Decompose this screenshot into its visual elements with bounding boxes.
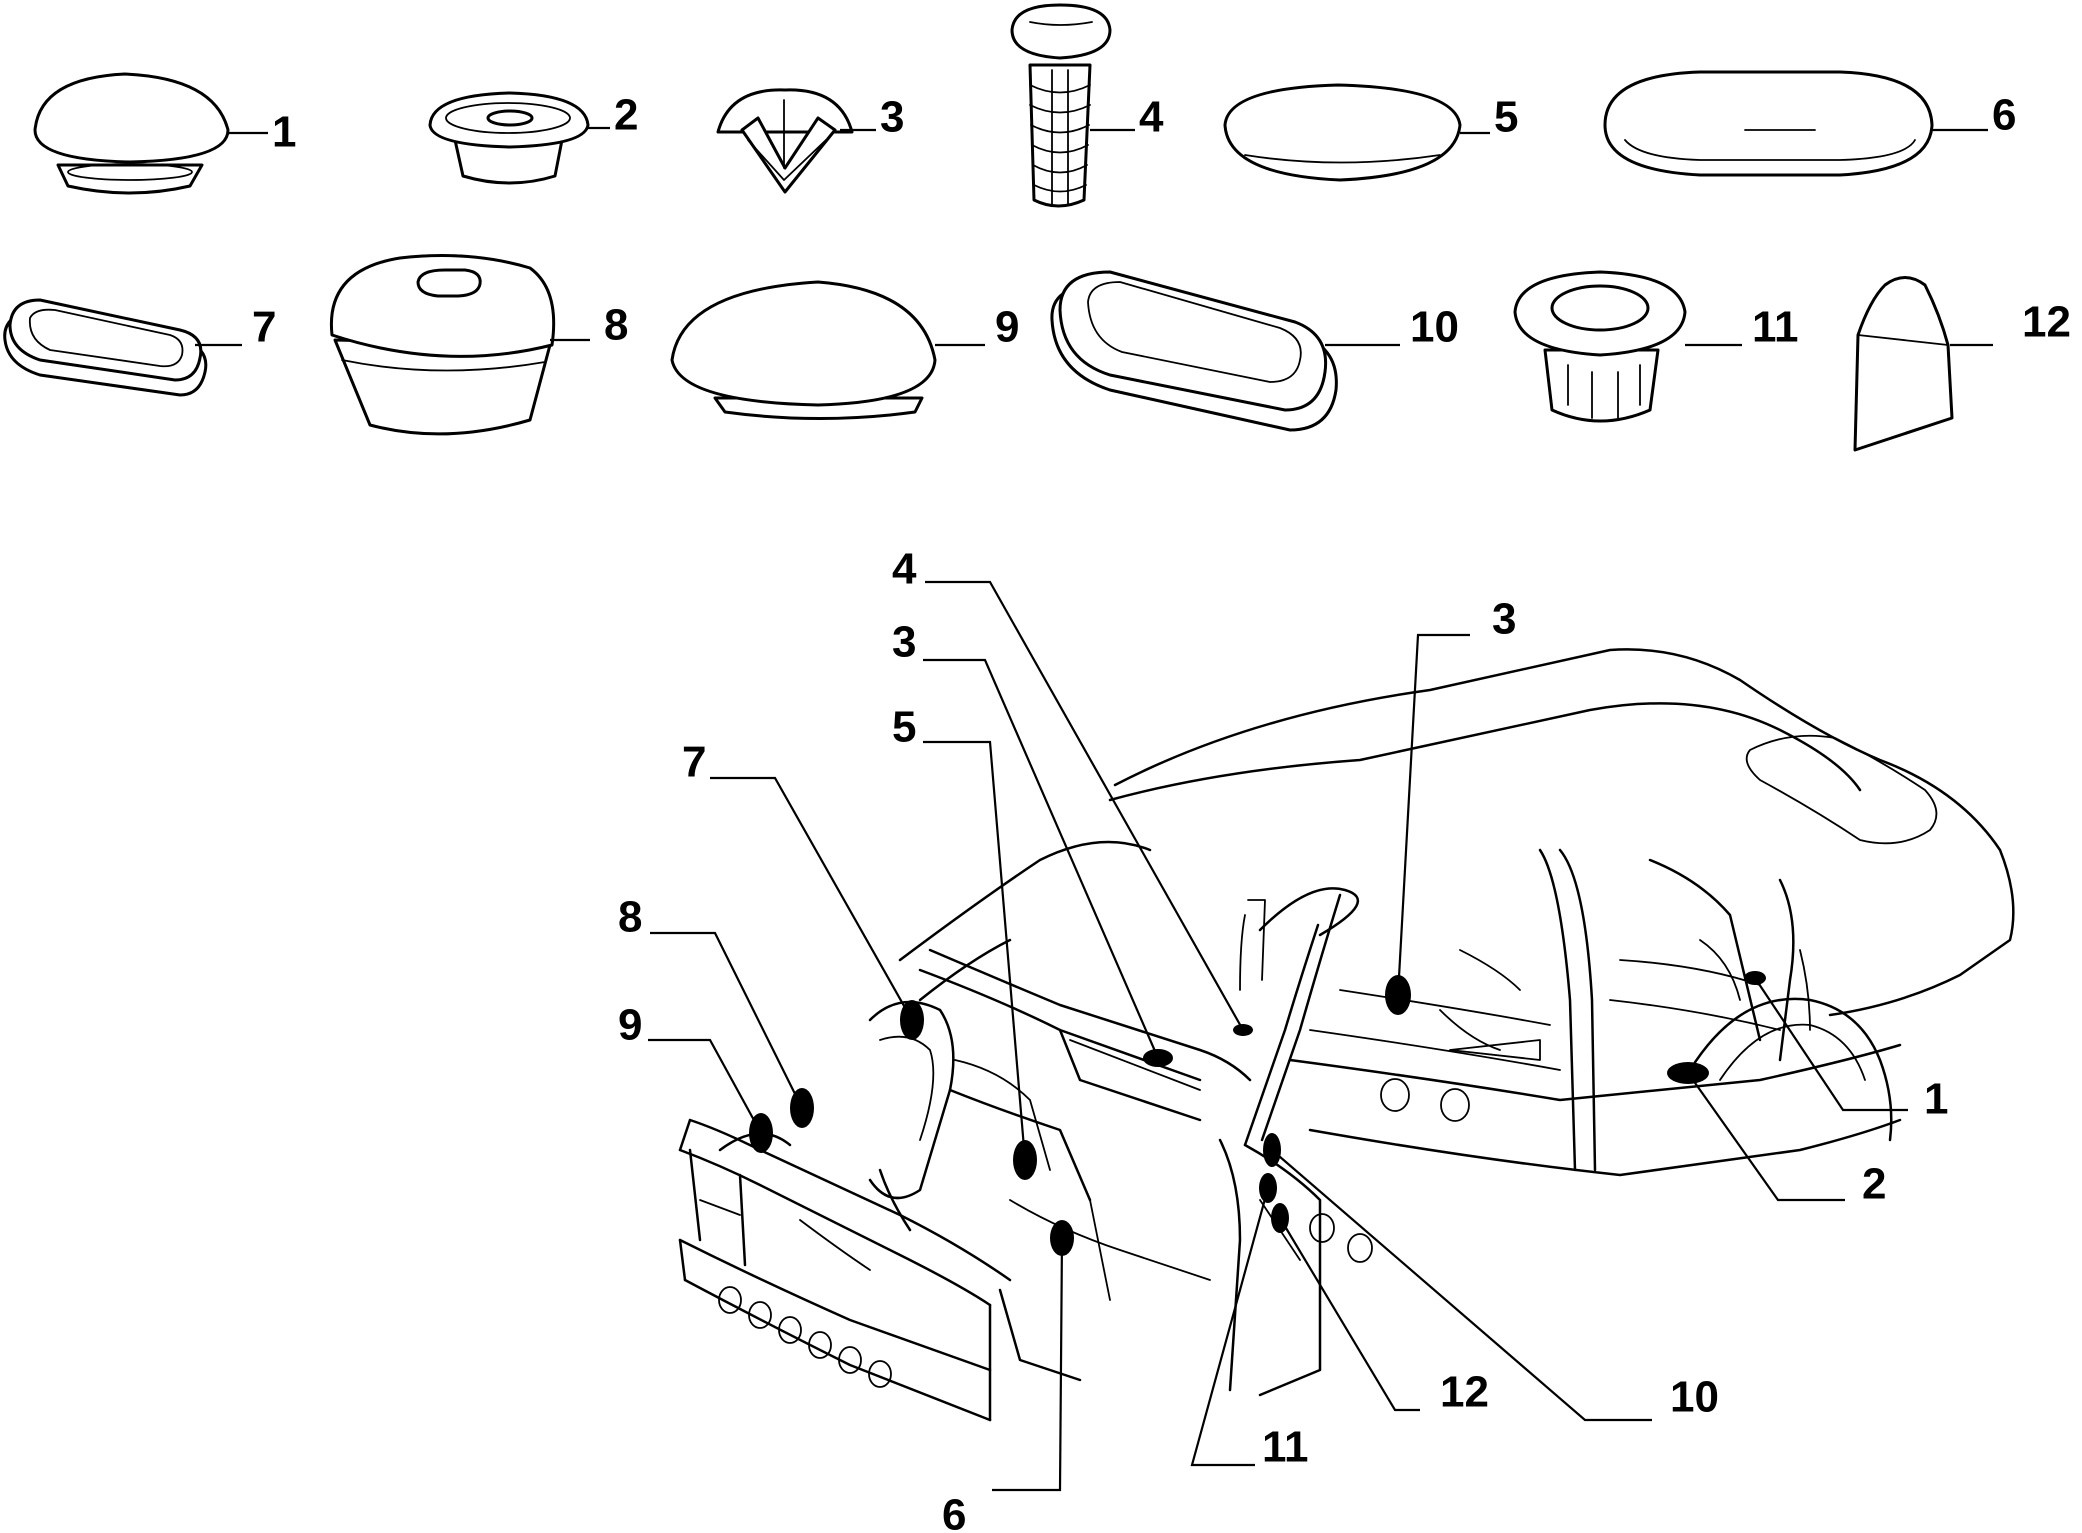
part-label: 6 (1992, 91, 2016, 140)
callout-label: 11 (1262, 1423, 1309, 1472)
callout-label: 8 (618, 893, 642, 942)
part-label: 11 (1752, 303, 1799, 352)
callout-label: 10 (1670, 1373, 1719, 1422)
part-label: 9 (995, 303, 1019, 352)
callout-label: 4 (892, 545, 917, 594)
callout-label: 7 (682, 738, 706, 787)
part-5-oval-plug: 5 (1223, 83, 1518, 182)
part-label: 12 (2022, 298, 2071, 347)
part-1-dome-plug: 1 (33, 72, 296, 195)
part-label: 7 (252, 303, 276, 352)
part-label: 3 (880, 93, 904, 142)
callout-label: 12 (1440, 1368, 1489, 1417)
part-3-v-clip: 3 (716, 88, 904, 194)
part-label: 4 (1139, 93, 1164, 142)
callout-label: 3 (892, 618, 916, 667)
part-12-tab-pad: 12 (1853, 276, 2071, 452)
part-9-large-dome: 9 (670, 280, 1019, 420)
part-4-push-rivet: 4 (1010, 3, 1164, 208)
part-11-stepped-grommet: 11 (1513, 270, 1799, 423)
part-label: 8 (604, 301, 628, 350)
callouts: 4 3 5 7 8 9 3 1 2 12 10 11 6 (618, 545, 1948, 1533)
callout-label: 3 (1492, 595, 1516, 644)
part-2-grommet: 2 (428, 91, 638, 185)
callout-label: 9 (618, 1001, 642, 1050)
part-label: 1 (272, 108, 296, 157)
part-6-long-oval-plug: 6 (1603, 70, 2016, 177)
part-label: 10 (1410, 303, 1459, 352)
callout-label: 1 (1924, 1075, 1948, 1124)
callout-label: 5 (892, 703, 916, 752)
part-8-cup-plug: 8 (329, 254, 628, 436)
part-label: 2 (614, 91, 638, 140)
part-10-large-oval-ring: 10 (1050, 270, 1459, 432)
part-7-oval-ring: 7 (3, 298, 276, 397)
part-label: 5 (1494, 93, 1518, 142)
callout-label: 2 (1862, 1160, 1886, 1209)
location-markers (749, 971, 1766, 1256)
callout-label: 6 (942, 1491, 966, 1533)
car-body-shell (678, 648, 2015, 1422)
